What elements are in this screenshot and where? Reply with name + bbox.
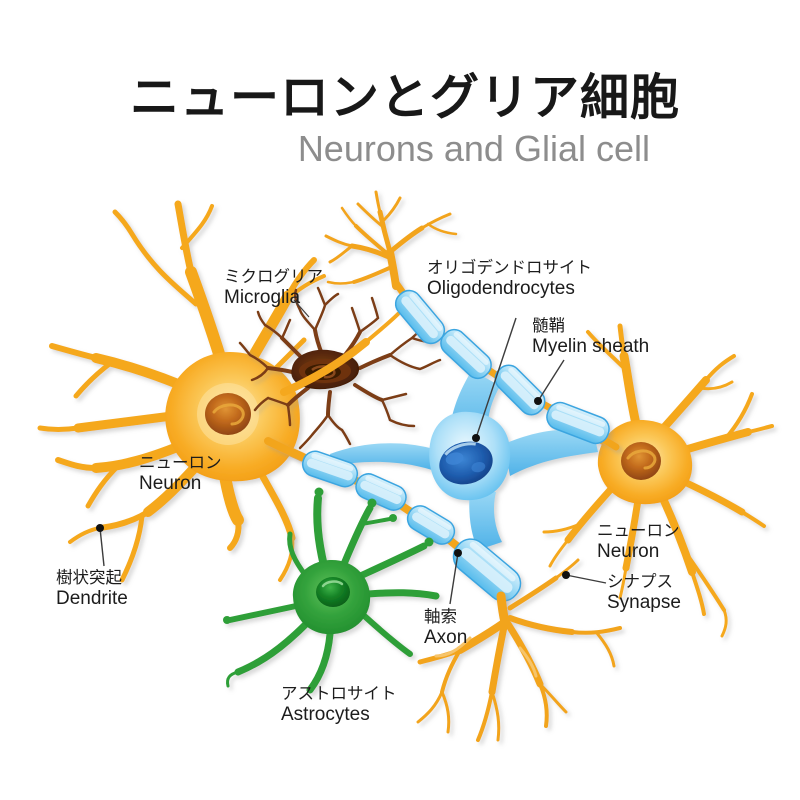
label-oligodendrocytes: オリゴデンドロサイト Oligodendrocytes: [427, 258, 592, 299]
myelin-capsule: [355, 473, 407, 511]
label-astrocytes-ja: アストロサイト: [281, 685, 397, 703]
label-myelin-sheath: 髄鞘 Myelin sheath: [532, 316, 649, 357]
astrocyte-illustration: [223, 487, 440, 694]
axon-leader-dot: [454, 549, 462, 557]
label-neuron-left-en: Neuron: [139, 473, 202, 494]
label-myelin-sheath-ja: 髄鞘: [532, 317, 565, 335]
myelin-capsule: [301, 450, 359, 488]
page-title: ニューロンとグリア細胞: [129, 71, 680, 125]
myelin-terminal-capsule: [452, 538, 522, 602]
oligodendrocyte-nucleus: [439, 441, 493, 485]
label-synapse-ja: シナプス: [607, 573, 673, 591]
label-microglia-en: Microglia: [224, 287, 301, 308]
bottom-axon-terminal-illustration: [416, 558, 622, 742]
microglia-leader-line: [293, 299, 310, 318]
myelin-capsule: [440, 328, 492, 380]
label-neuron-left: ニューロン Neuron: [139, 453, 222, 494]
leader-lines: [96, 299, 607, 605]
oligodendrocytes-leader-dot: [472, 434, 480, 442]
page-subtitle: Neurons and Glial cell: [297, 128, 650, 169]
myelin-capsule: [494, 364, 546, 416]
myelin-capsule: [394, 289, 446, 345]
myelin-sheath-leader-dot: [534, 397, 542, 405]
label-oligodendrocytes-en: Oligodendrocytes: [427, 278, 575, 299]
top-axon-terminal-illustration: [324, 190, 458, 290]
dendrite-leader-dot: [96, 524, 104, 532]
label-synapse: シナプス Synapse: [607, 572, 681, 613]
label-astrocytes: アストロサイト Astrocytes: [281, 684, 397, 725]
label-oligodendrocytes-ja: オリゴデンドロサイト: [427, 259, 592, 277]
oligodendrocyte-arm-left: [330, 443, 432, 470]
label-synapse-en: Synapse: [607, 592, 681, 613]
label-dendrite-ja: 樹状突起: [56, 569, 122, 587]
oligodendrocyte-arm-right: [504, 429, 598, 476]
oligodendrocytes-leader-line: [475, 317, 517, 439]
myelin-sheath-leader-line: [537, 359, 565, 402]
oligodendrocyte-and-myelin-illustration: [264, 279, 620, 620]
synapse-leader-dot: [562, 571, 570, 579]
label-astrocytes-en: Astrocytes: [281, 704, 370, 725]
label-neuron-right: ニューロン Neuron: [597, 521, 680, 562]
left-neuron-front-dendrite: [280, 312, 400, 396]
label-neuron-right-ja: ニューロン: [597, 522, 680, 540]
label-axon: 軸索 Axon: [424, 607, 467, 648]
axon-leader-line: [449, 552, 459, 605]
right-neuron-illustration: [542, 323, 774, 638]
label-axon-ja: 軸索: [424, 608, 457, 626]
myelin-capsule: [546, 401, 610, 445]
label-dendrite: 樹状突起 Dendrite: [56, 568, 128, 609]
label-neuron-left-ja: ニューロン: [139, 454, 222, 472]
label-microglia: ミクログリア Microglia: [224, 267, 323, 308]
myelin-capsule: [406, 505, 456, 545]
label-dendrite-en: Dendrite: [56, 588, 128, 609]
oligodendrocyte-arm-down: [469, 490, 502, 550]
label-axon-en: Axon: [424, 627, 468, 648]
label-microglia-ja: ミクログリア: [224, 268, 323, 286]
dendrite-leader-line: [99, 527, 105, 567]
synapse-leader-line: [565, 574, 607, 584]
label-myelin-sheath-en: Myelin sheath: [532, 336, 650, 357]
label-neuron-right-en: Neuron: [597, 541, 660, 562]
